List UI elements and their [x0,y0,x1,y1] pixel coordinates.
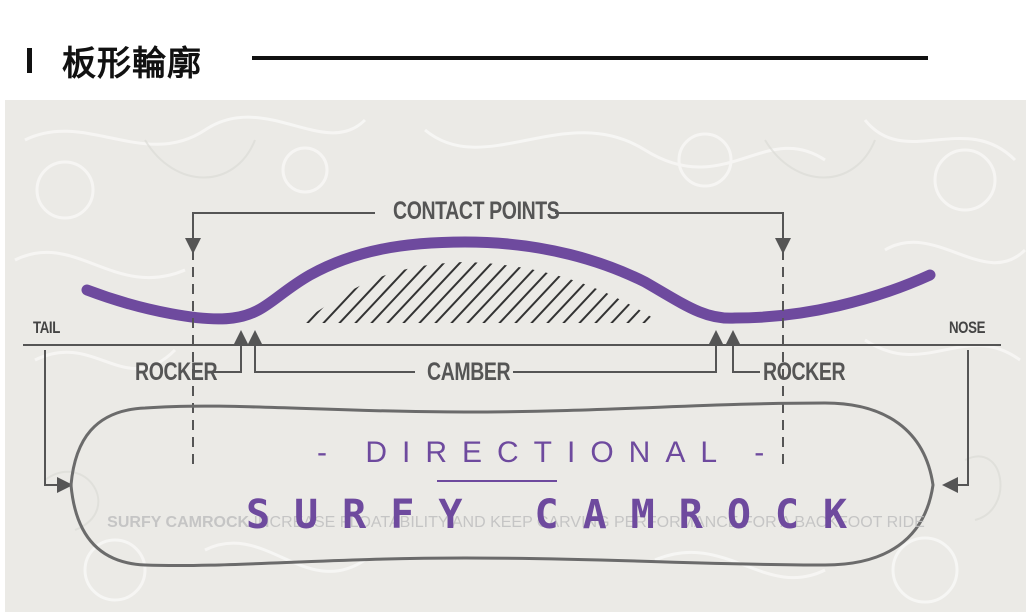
section-title: 板形輪廓 [62,44,202,84]
board-profile-curve [81,236,936,325]
contact-arrow-right [555,212,791,254]
header-rule [252,56,928,60]
board-outline [69,401,935,568]
camber-arrow-right [513,330,724,373]
section-header: 板形輪廓 [0,0,1026,100]
description-text: INCREASE FLOATABILITY AND KEEP CARVING P… [249,514,925,531]
contact-arrow-left [185,212,375,254]
profile-diagram [23,212,1001,568]
nose-label: NOSE [949,318,986,337]
profile-name: SURFY CAMROCK [246,492,872,538]
camber-arrow-left [247,330,415,373]
tail-arrow [44,350,73,493]
profile-panel: CONTACT POINTS TAIL NOSE ROCKER CAMBER R… [5,100,1026,612]
tail-label: TAIL [33,318,60,337]
directional-underline [437,480,557,482]
profile-description: SURFY CAMROCK INCREASE FLOATABILITY AND … [93,508,939,538]
nose-arrow [942,350,969,493]
rocker-left-label: ROCKER [135,358,218,386]
description-title: SURFY CAMROCK [107,514,250,531]
contact-points-label: CONTACT POINTS [393,197,560,225]
rocker-right-label: ROCKER [763,358,846,386]
camber-label: CAMBER [427,358,511,386]
directional-label: - DIRECTIONAL - [317,436,780,469]
header-accent-bar [27,48,32,73]
rocker-right-arrow [725,330,760,373]
rocker-left-arrow [210,330,249,373]
